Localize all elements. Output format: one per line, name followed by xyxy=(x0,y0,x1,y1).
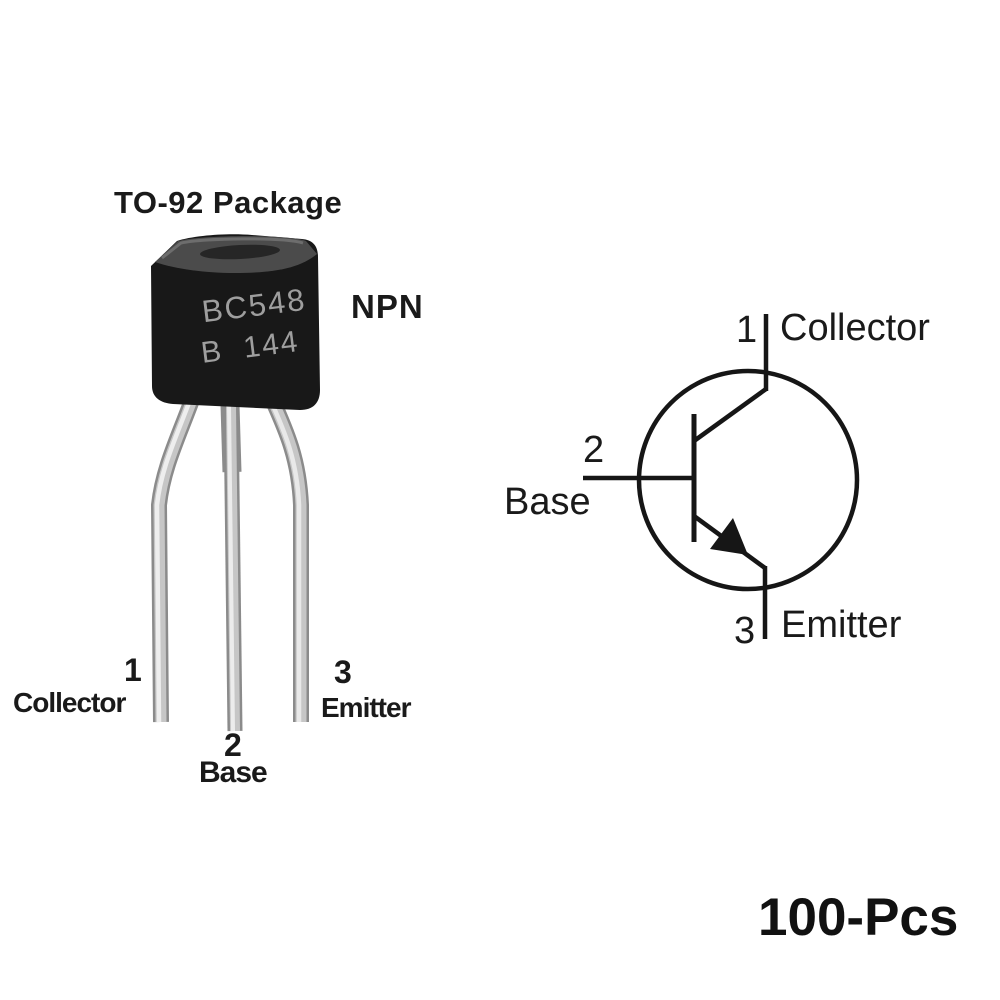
npn-schematic-symbol xyxy=(583,314,860,639)
schematic-pin2-number: 2 xyxy=(583,429,605,471)
package-pin3-name: Emitter xyxy=(321,692,411,723)
schematic-pin1-number: 1 xyxy=(736,309,758,351)
package-pin2-name: Base xyxy=(199,756,268,789)
package-title: TO-92 Package xyxy=(114,185,343,220)
package-pin2-number: 2 xyxy=(224,727,242,763)
emitter-leg xyxy=(264,395,309,722)
package-body xyxy=(151,234,320,410)
package-pin1-number: 1 xyxy=(124,652,142,688)
quantity-label: 100-Pcs xyxy=(758,888,959,947)
schematic-pin3-number: 3 xyxy=(734,610,756,652)
package-top-highlight xyxy=(161,237,304,260)
transistor-type-label: NPN xyxy=(351,288,424,325)
collector-diagonal-line xyxy=(692,387,768,443)
schematic-pin3-name: Emitter xyxy=(781,604,902,646)
base-leg xyxy=(220,404,243,732)
package-pin1-name: Collector xyxy=(13,687,126,718)
schematic-pin2-name: Base xyxy=(504,481,591,523)
package-pin3-number: 3 xyxy=(334,654,352,690)
schematic-pin1-name: Collector xyxy=(780,307,930,349)
package-top-shadow xyxy=(200,244,280,260)
emitter-arrow-icon xyxy=(710,518,748,555)
collector-leg xyxy=(150,397,200,723)
to92-package-graphic: BC548 B 144 xyxy=(150,234,320,732)
